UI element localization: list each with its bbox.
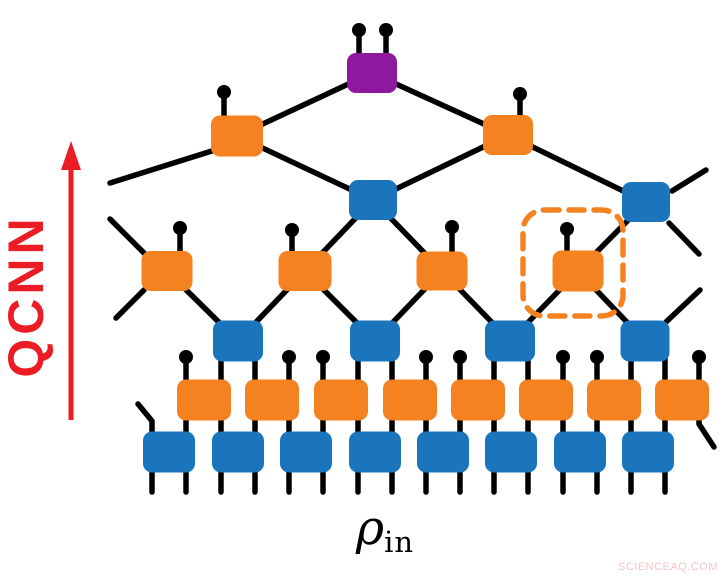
tensor-orange-l1-3 xyxy=(314,379,368,421)
tensor-blue-l0-5 xyxy=(417,431,469,473)
qubit-dot-15 xyxy=(692,350,706,364)
rho-in-label: ρin xyxy=(300,500,470,560)
tensor-blue-l0-2 xyxy=(212,431,264,473)
tensor-orange-l1-1 xyxy=(177,379,231,421)
tensor-orange-l1-8 xyxy=(655,379,709,421)
tensor-blue-l1-1 xyxy=(213,320,263,362)
qubit-dot-4 xyxy=(173,221,187,235)
bond-line-17 xyxy=(113,287,147,321)
bond-line-19 xyxy=(666,220,702,257)
tensor-orange-l1-2 xyxy=(245,379,299,421)
dashed-highlight-box xyxy=(520,207,626,319)
qubit-dot-12 xyxy=(453,350,467,364)
qubit-dot-6 xyxy=(445,220,459,234)
tensor-blue-l0-1 xyxy=(143,431,195,473)
qubit-dot-10 xyxy=(316,350,330,364)
tensor-orange-l2-4-highlighted xyxy=(552,250,604,292)
qubit-dot-9 xyxy=(282,350,296,364)
tensor-orange-l3-2 xyxy=(483,115,533,155)
tensor-blue-l1-4 xyxy=(620,320,670,362)
tensor-purple-top xyxy=(347,53,397,93)
tensor-blue-l0-6 xyxy=(485,431,537,473)
tensor-orange-l1-6 xyxy=(519,379,573,421)
qubit-dot-5 xyxy=(285,223,299,237)
watermark: SCIENCEAQ.COM xyxy=(617,561,718,573)
tensor-orange-l1-4 xyxy=(383,379,437,421)
tensor-blue-l0-7 xyxy=(554,431,606,473)
tensor-orange-l1-5 xyxy=(451,379,505,421)
tensor-blue-l0-3 xyxy=(280,431,332,473)
tensor-orange-l1-7 xyxy=(587,379,641,421)
tensor-blue-l0-4 xyxy=(349,431,401,473)
qubit-dot-8 xyxy=(179,350,193,364)
qubit-dot-3 xyxy=(513,87,527,101)
qubit-dot-0 xyxy=(352,23,366,37)
tensor-blue-l2-2 xyxy=(622,182,670,222)
qubit-dot-13 xyxy=(556,350,570,364)
qubit-dot-1 xyxy=(379,23,393,37)
tensor-orange-l2-2 xyxy=(278,251,332,291)
qcnn-arrowhead xyxy=(61,141,81,170)
qubit-dot-11 xyxy=(419,350,433,364)
tensor-orange-l2-1 xyxy=(141,251,193,291)
bond-line-18 xyxy=(669,167,709,194)
qubit-dot-7 xyxy=(560,222,574,236)
rho-subscript: in xyxy=(384,525,415,559)
tensor-blue-l1-2 xyxy=(350,320,400,362)
qubit-dot-2 xyxy=(217,85,231,99)
rho-symbol: ρ xyxy=(355,500,385,556)
bond-line-16 xyxy=(107,216,148,257)
bond-line-20 xyxy=(663,287,703,325)
bond-line-15 xyxy=(107,147,218,186)
tensor-blue-l2-1 xyxy=(349,180,397,220)
tensor-blue-l0-8 xyxy=(622,431,674,473)
qcnn-axis-label: QCNN xyxy=(0,214,54,378)
tensor-blue-l1-3 xyxy=(485,320,535,362)
tensor-orange-l3-1 xyxy=(211,115,263,157)
tensor-orange-l2-3 xyxy=(416,251,468,291)
qubit-dot-14 xyxy=(590,350,604,364)
